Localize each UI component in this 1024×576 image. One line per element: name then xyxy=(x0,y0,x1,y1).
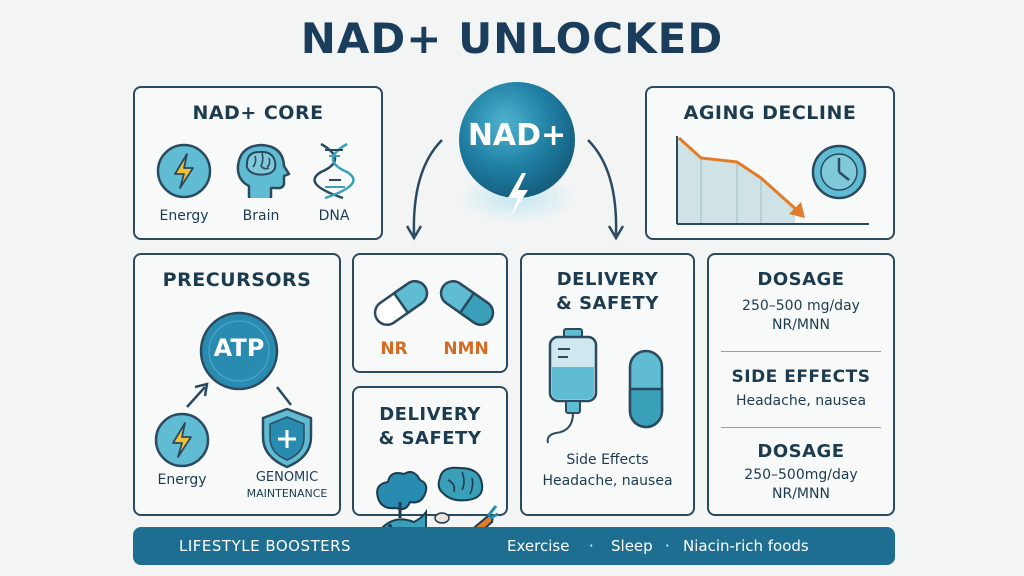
aging-panel: AGING DECLINE xyxy=(645,86,895,240)
side-effects-text: Headache, nausea xyxy=(735,393,867,409)
delivery-big-title-1: DELIVERY xyxy=(556,269,659,290)
delivery-small-title-2: & SAFETY xyxy=(378,428,482,449)
core-title: NAD+ CORE xyxy=(192,102,324,124)
aging-title: AGING DECLINE xyxy=(683,102,857,124)
connector-arrows xyxy=(405,139,625,241)
divider xyxy=(721,427,881,428)
banner-item-exercise: Exercise xyxy=(507,537,570,555)
nr-nmn-panel: NR NMN xyxy=(352,253,508,373)
capsule-icon xyxy=(439,279,495,327)
banner-item-niacin: Niacin-rich foods xyxy=(683,537,809,555)
side-effects-title: SIDE EFFECTS xyxy=(731,367,871,387)
banner-separator: · xyxy=(665,537,670,555)
dosage-title-2: DOSAGE xyxy=(757,441,845,462)
page-title: NAD+ UNLOCKED xyxy=(300,14,724,63)
dosage-form-2: NR/MNN xyxy=(772,486,830,502)
side-effects-detail: Headache, nausea xyxy=(542,473,673,489)
dosage-amount-2: 250–500mg/day xyxy=(744,467,858,483)
core-label-dna: DNA xyxy=(318,208,350,224)
precursors-label-energy: Energy xyxy=(157,472,207,488)
energy-icon xyxy=(154,412,210,468)
shield-plus-icon xyxy=(261,407,313,469)
divider xyxy=(721,351,881,352)
core-label-brain: Brain xyxy=(242,208,280,224)
precursors-title: PRECURSORS xyxy=(162,269,312,291)
energy-icon xyxy=(156,143,212,199)
brain-head-icon xyxy=(236,143,291,198)
capsule-icon xyxy=(628,349,664,429)
core-panel: NAD+ CORE Energy Brain DNA xyxy=(133,86,383,240)
delivery-big-panel: DELIVERY & SAFETY Side Effects Headache,… xyxy=(520,253,695,516)
nmn-label: NMN xyxy=(443,339,489,359)
atp-label: ATP xyxy=(213,334,265,362)
core-label-energy: Energy xyxy=(159,208,209,224)
precursors-label-maintenance: MAINTENANCE xyxy=(246,487,328,500)
center-badge-label: NAD+ xyxy=(467,118,567,153)
nr-label: NR xyxy=(380,339,408,359)
dosage-panel: DOSAGE 250–500 mg/day NR/MNN SIDE EFFECT… xyxy=(707,253,895,516)
atp-circle-icon xyxy=(199,311,279,391)
iv-bag-icon xyxy=(546,328,598,444)
delivery-small-title-1: DELIVERY xyxy=(379,404,481,425)
side-effects-label: Side Effects xyxy=(566,452,649,468)
flow-arrows xyxy=(186,382,292,408)
banner-separator: · xyxy=(589,537,594,555)
dosage-form-1: NR/MNN xyxy=(772,317,830,333)
nad-sphere-icon xyxy=(457,82,577,224)
capsule-icon xyxy=(373,279,429,327)
dosage-title-1: DOSAGE xyxy=(757,269,845,290)
banner-title: LIFESTYLE BOOSTERS xyxy=(179,537,352,555)
precursors-label-genomic: GENOMIC xyxy=(255,470,319,485)
dna-icon xyxy=(313,142,355,200)
precursors-panel: PRECURSORS ATP Energy GENOMIC MAINTENANC… xyxy=(133,253,341,516)
banner-item-sleep: Sleep xyxy=(611,537,653,555)
lifestyle-banner: LIFESTYLE BOOSTERS Exercise · Sleep · Ni… xyxy=(133,527,895,565)
decline-chart-icon xyxy=(676,136,869,225)
dosage-amount-1: 250–500 mg/day xyxy=(742,298,860,314)
delivery-big-title-2: & SAFETY xyxy=(556,293,659,314)
